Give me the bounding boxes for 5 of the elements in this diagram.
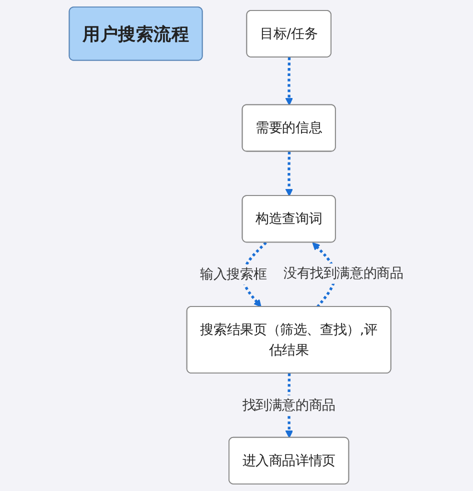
edge-label: 输入搜索框 bbox=[200, 266, 267, 282]
arrow bbox=[286, 57, 294, 106]
edge-label: 找到满意的商品 bbox=[242, 396, 336, 413]
edge-label: 没有找到满意的商品 bbox=[284, 265, 404, 282]
arrow bbox=[286, 152, 294, 196]
